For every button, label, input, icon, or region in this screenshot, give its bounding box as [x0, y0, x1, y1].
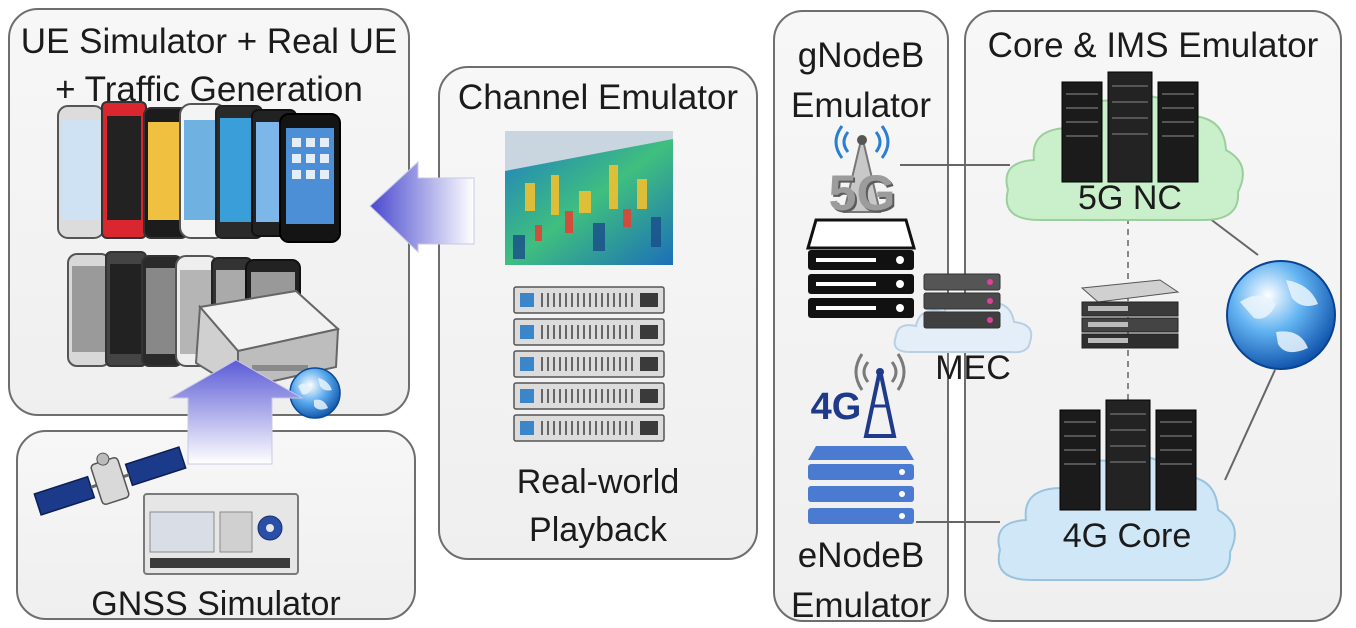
enodeb-server-icon: [808, 446, 914, 524]
ims-server-icon: [1080, 279, 1180, 349]
playback-server-rack-icon: [513, 286, 665, 442]
channel-to-ue-arrow: [369, 160, 475, 254]
globe-small-icon: [289, 367, 341, 419]
4g-core-to-internet-link: [1224, 369, 1276, 481]
5g-nc-server-rack-icon: [1061, 71, 1199, 183]
gnodeb-title-line2: Emulator: [790, 86, 932, 125]
mec-label: MEC: [935, 349, 1011, 387]
gnss-simulator-device-icon: [143, 493, 299, 575]
4g-badge: 4G: [810, 386, 862, 428]
enodeb-title-line2: Emulator: [790, 586, 932, 625]
playback-label-line1: Real-world: [516, 463, 680, 501]
internet-globe-icon: [1226, 260, 1336, 370]
5g-nc-label: 5G NC: [1078, 179, 1182, 217]
gnodeb-title-line1: gNodeB: [797, 36, 925, 75]
4g-core-server-rack-icon: [1059, 399, 1197, 511]
gnss-to-ue-arrow: [168, 359, 304, 465]
4g-core-label: 4G Core: [1062, 517, 1192, 555]
4g-tower-icon: [854, 353, 906, 438]
gnodeb-server-icon: [806, 218, 916, 318]
5g-nc-to-internet-link: [1204, 214, 1259, 256]
mec-server-icon: [923, 273, 1001, 329]
core-ims-title: Core & IMS Emulator: [987, 26, 1319, 65]
enodeb-title-line1: eNodeB: [797, 536, 925, 575]
gnss-simulator-label: GNSS Simulator: [91, 585, 341, 623]
satellite-icon: [33, 446, 187, 516]
5g-tower-icon: [834, 125, 890, 213]
channel-emulator-title: Channel Emulator: [457, 78, 739, 117]
playback-label-line2: Playback: [529, 511, 667, 549]
smartphones-row-top: [57, 101, 341, 243]
city-propagation-map-icon: [505, 131, 673, 265]
ue-panel-title-line1: UE Simulator + Real UE: [20, 22, 398, 61]
5g-badge: 5G: [828, 165, 896, 221]
